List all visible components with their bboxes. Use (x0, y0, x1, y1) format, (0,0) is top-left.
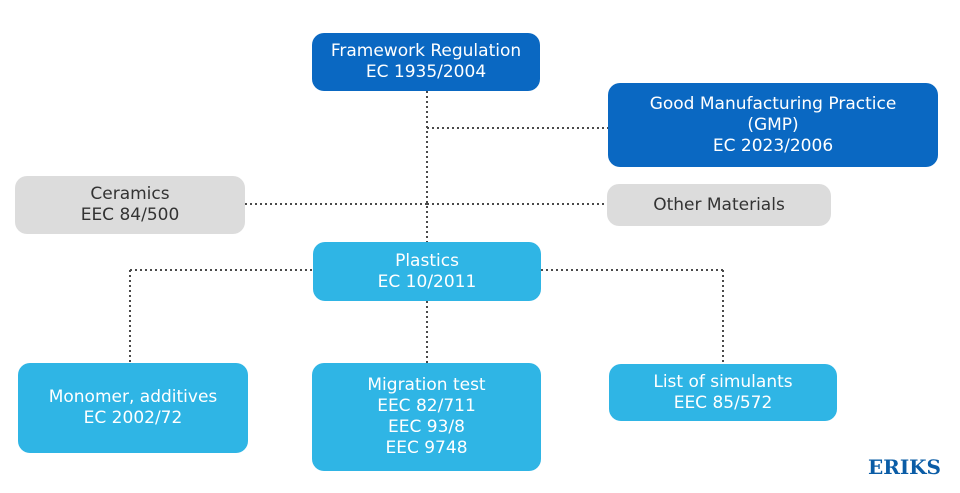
ceramics-title: Ceramics (90, 184, 170, 204)
monomer-additives-box: Monomer, additives EC 2002/72 (18, 363, 248, 453)
simulants-box: List of simulants EEC 85/572 (609, 364, 837, 421)
framework-code: EC 1935/2004 (365, 62, 487, 82)
migration-title: Migration test (367, 375, 486, 395)
plastics-box: Plastics EC 10/2011 (313, 242, 541, 301)
simulants-code: EEC 85/572 (673, 392, 773, 413)
gmp-title: Good Manufacturing Practice (649, 93, 897, 114)
ceramics-box: Ceramics EEC 84/500 (15, 176, 245, 234)
migration-code-3: EEC 9748 (385, 438, 468, 458)
plastics-code: EC 10/2011 (377, 271, 477, 292)
monomer-title: Monomer, additives (48, 387, 218, 407)
migration-code-2: EEC 93/8 (388, 417, 465, 437)
other-materials-title: Other Materials (653, 194, 785, 215)
monomer-code: EC 2002/72 (83, 408, 183, 428)
simulants-title: List of simulants (653, 371, 793, 392)
plastics-title: Plastics (395, 250, 459, 271)
gmp-box: Good Manufacturing Practice (GMP) EC 202… (608, 83, 938, 167)
framework-regulation-box: Framework Regulation EC 1935/2004 (312, 33, 540, 91)
framework-title: Framework Regulation (330, 41, 522, 61)
other-materials-box: Other Materials (607, 184, 831, 226)
ceramics-code: EEC 84/500 (80, 205, 180, 225)
migration-test-box: Migration test EEC 82/711 EEC 93/8 EEC 9… (312, 363, 541, 471)
gmp-code: EC 2023/2006 (712, 135, 834, 156)
eriks-logo: ERIKS (867, 455, 941, 479)
migration-code-1: EEC 82/711 (377, 396, 476, 416)
gmp-abbreviation: (GMP) (747, 114, 799, 135)
